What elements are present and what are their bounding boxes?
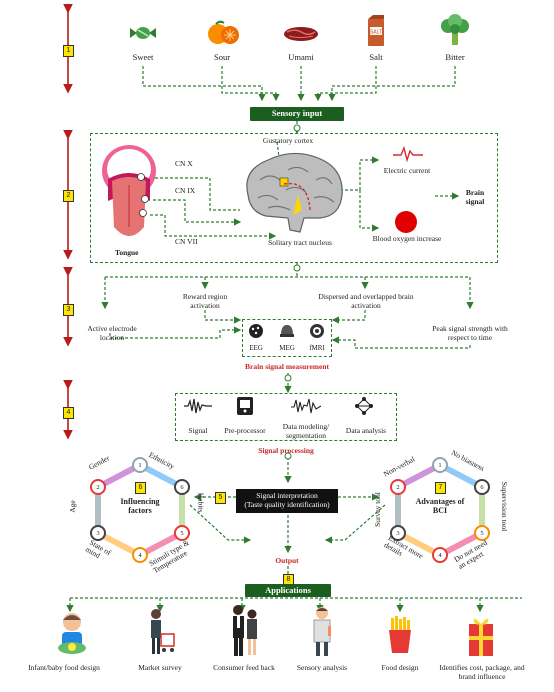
factor-num-1: 1 — [138, 462, 142, 469]
eeg-icon — [248, 323, 264, 339]
taste-label-sour: Sour — [213, 52, 231, 62]
app-consumer-feedback: Consumer feed back — [213, 663, 275, 672]
stage-badge-4: 4 — [63, 407, 74, 419]
signal-wave-icon — [184, 398, 212, 414]
stage-badge-5: 5 — [215, 492, 226, 504]
interpretation-line2: (Taste quality identification) — [244, 500, 330, 509]
cn-ix-label: CN IX — [175, 186, 196, 195]
taste-label-sweet: Sweet — [132, 52, 154, 62]
blood-oxygen-icon — [395, 211, 417, 233]
tongue-illustration — [100, 141, 158, 251]
taste-label-bitter: Bitter — [445, 52, 465, 62]
factor-num-5: 5 — [180, 530, 184, 537]
solitary-tract-label: Solitary tract nucleus — [268, 238, 332, 247]
cn-x-label: CN X — [175, 159, 193, 168]
measurement-title: Brain signal measurement — [244, 362, 330, 371]
active-electrode-label: Active electrode location — [87, 324, 137, 342]
electric-current-icon — [393, 146, 423, 162]
interpretation-line1: Signal interpretation — [256, 491, 318, 500]
advantages-hexagon — [380, 455, 500, 565]
orange-icon — [206, 20, 240, 46]
app-infant-food: Infant/baby food design — [28, 663, 100, 672]
gustatory-cortex-label: Gustatory cortex — [262, 136, 314, 145]
adv-num-4: 4 — [438, 552, 442, 559]
factor-age: Age — [67, 500, 77, 513]
adv-num-2: 2 — [396, 484, 400, 491]
data-analysis-label: Data analysis — [345, 426, 387, 435]
salt-icon: SALT — [365, 15, 387, 47]
stage-badge-7: 7 — [435, 482, 446, 494]
preprocessor-label: Pre-processor — [224, 426, 266, 435]
fries-icon — [386, 616, 414, 654]
app-sensory-analysis: Sensory analysis — [296, 663, 348, 672]
stage-badge-3: 3 — [63, 304, 74, 316]
scientist-icon — [308, 606, 336, 658]
factor-num-6: 6 — [180, 484, 184, 491]
fmri-icon — [309, 323, 325, 339]
output-label: Output — [275, 556, 299, 565]
factor-habits: Habits — [196, 492, 206, 513]
interpretation-bar: Signal interpretation (Taste quality ide… — [236, 489, 338, 513]
data-analysis-icon — [353, 396, 375, 416]
adv-num-6: 6 — [480, 484, 484, 491]
meat-icon — [283, 26, 319, 42]
brain-box — [90, 133, 498, 263]
factors-hexagon — [80, 455, 200, 565]
app-market-survey: Market survey — [138, 663, 182, 672]
factor-num-4: 4 — [138, 552, 142, 559]
brain-icon — [238, 150, 348, 235]
processing-title: Signal processing — [258, 446, 314, 455]
meg-icon — [279, 323, 295, 339]
candy-icon — [128, 22, 158, 44]
sensory-input-bar: Sensory input — [250, 107, 344, 121]
meg-label: MEG — [279, 344, 295, 352]
adv-num-3: 3 — [396, 530, 400, 537]
processing-box — [175, 393, 397, 441]
dispersed-activation-label: Dispersed and overlapped brain activatio… — [318, 292, 414, 310]
brain-signal-label: Brain signal — [465, 188, 485, 206]
stage-badge-1: 1 — [63, 45, 74, 57]
tongue-label: Tongue — [115, 248, 139, 257]
applications-bar: Applications — [245, 584, 331, 597]
reward-region-label: Reward region activation — [182, 292, 228, 310]
cn-vii-label: CN VII — [175, 237, 198, 246]
data-modeling-label: Data modeling/ segmentation — [282, 422, 330, 440]
eeg-label: EEG — [249, 344, 263, 352]
factor-num-3: 3 — [96, 530, 100, 537]
stage-badge-6: 6 — [135, 482, 146, 494]
factor-num-2: 2 — [96, 484, 100, 491]
peak-signal-label: Peak signal strength with respect to tim… — [432, 324, 508, 342]
adv-survey-tool: Survey tool — [372, 492, 382, 527]
factors-title: Influencing factors — [120, 497, 160, 515]
adv-num-5: 5 — [480, 530, 484, 537]
shopping-person-icon — [145, 608, 175, 658]
svg-text:SALT: SALT — [370, 30, 382, 36]
broccoli-icon — [439, 14, 471, 46]
measurement-box — [242, 319, 332, 357]
data-modeling-icon — [291, 397, 321, 415]
app-food-design: Food design — [381, 663, 419, 672]
gift-icon — [466, 614, 496, 658]
taste-label-salt: Salt — [369, 52, 383, 62]
signal-label: Signal — [188, 426, 208, 435]
consumers-icon — [228, 604, 262, 658]
advantages-title: Advantages of BCI — [415, 497, 465, 515]
electric-current-label: Electric current — [383, 166, 431, 175]
preprocessor-icon — [236, 396, 254, 416]
blood-oxygen-label: Blood oxygen increase — [372, 234, 442, 243]
app-cost-package: Identifies cost, package, and brand infl… — [439, 663, 525, 681]
baby-icon — [55, 610, 89, 656]
stage-badge-2: 2 — [63, 190, 74, 202]
fmri-label: fMRI — [309, 344, 325, 352]
adv-num-1: 1 — [438, 462, 442, 469]
taste-label-umami: Umami — [288, 52, 314, 62]
adv-supervision-tool: Supervision tool — [500, 481, 510, 532]
